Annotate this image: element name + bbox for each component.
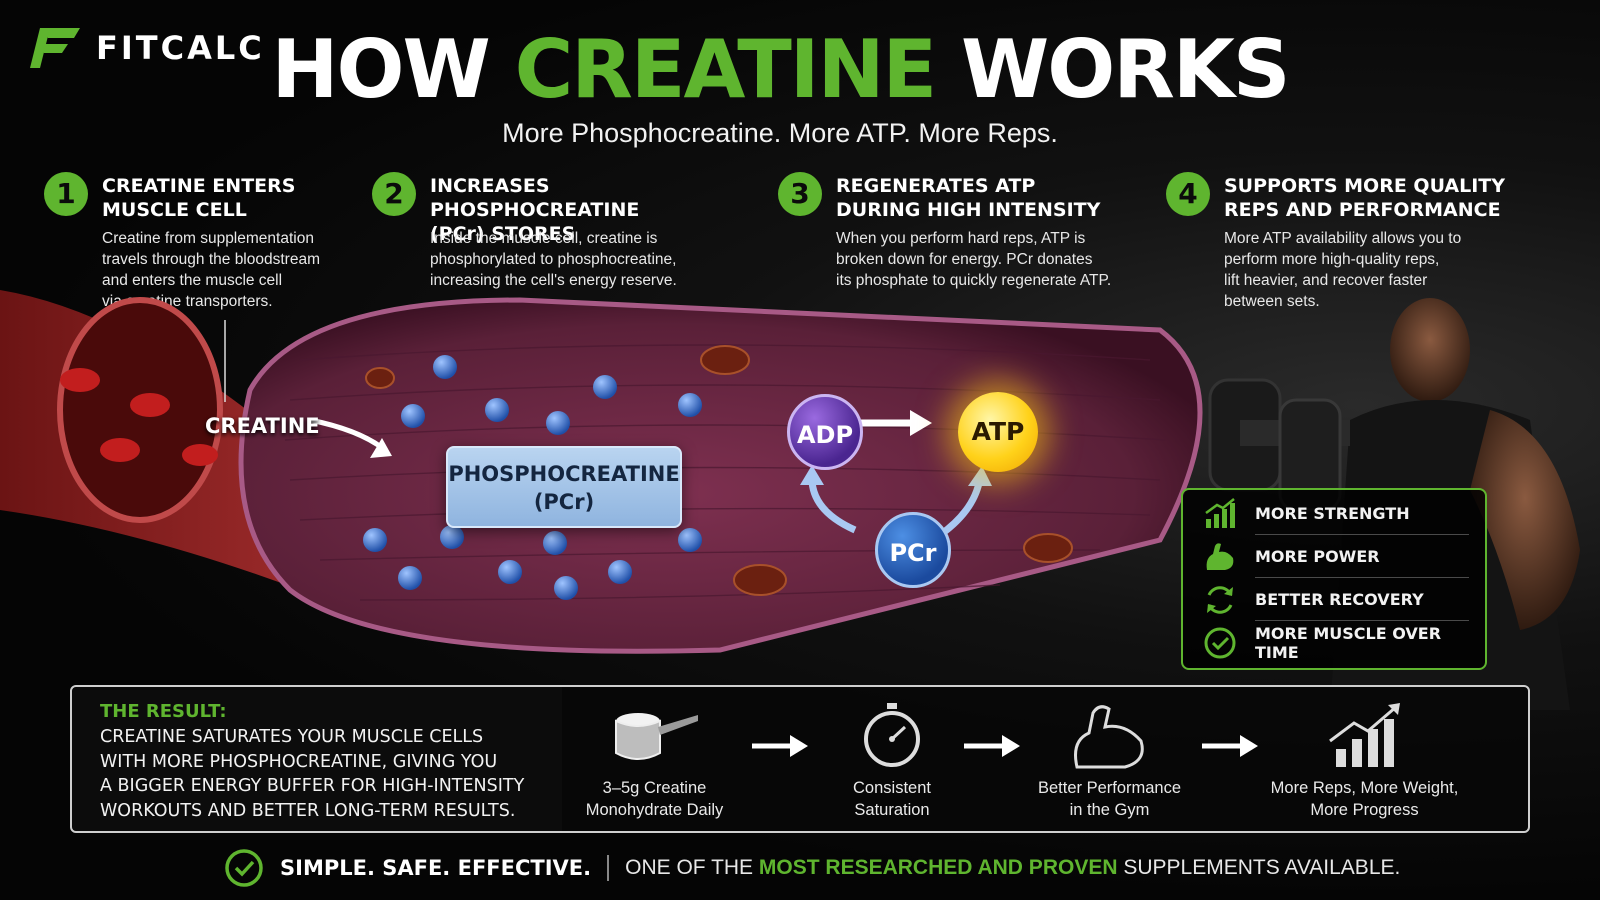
footer-divider (607, 855, 610, 881)
check-circle-icon (1204, 627, 1236, 658)
footer-text-after: SUPPLEMENTS AVAILABLE. (1117, 856, 1401, 879)
step-title: REGENERATES ATP DURING HIGH INTENSITY (836, 175, 1101, 221)
result-title: THE RESULT: (100, 701, 227, 722)
benefit-strength: MORE STRENGTH (1183, 492, 1485, 535)
result-panel: THE RESULT: CREATINE SATURATES YOUR MUSC… (70, 685, 1530, 833)
pcr-molecule: PCr (875, 512, 951, 588)
powder-scoop-icon (614, 713, 698, 760)
fitcalc-logo-icon (30, 28, 80, 68)
arrow-right-icon (964, 735, 1020, 757)
step-title: CREATINE ENTERS MUSCLE CELL (102, 175, 296, 221)
growth-chart-icon (1328, 703, 1400, 767)
footer-text-before: ONE OF THE (625, 856, 759, 879)
benefit-muscle: MORE MUSCLE OVER TIME (1183, 621, 1485, 664)
page-title: HOW CREATINE WORKS (271, 23, 1291, 116)
flow-label: More Reps, More Weight, More Progress (1270, 779, 1459, 819)
refresh-cycle-icon (1207, 585, 1233, 614)
brand: FITCALC (28, 26, 265, 70)
stopwatch-icon (864, 703, 920, 767)
creatine-label: CREATINE (205, 414, 320, 438)
arrow-right-icon (1202, 735, 1258, 757)
step-number: 4 (1166, 172, 1210, 216)
flow-label: Consistent Saturation (853, 779, 931, 819)
step-description: Inside the muscle cell, creatine is phos… (430, 230, 677, 289)
benefit-recovery: BETTER RECOVERY (1183, 578, 1485, 621)
arrow-right-icon (752, 735, 808, 757)
result-text: CREATINE SATURATES YOUR MUSCLE CELLS WIT… (100, 727, 525, 821)
page-subtitle: More Phosphocreatine. More ATP. More Rep… (502, 118, 1058, 148)
flexed-arm-icon (1206, 542, 1234, 570)
step-2: 2 INCREASES PHOSPHOCREATINE (PCr) STORES… (372, 172, 752, 322)
step-4: 4 SUPPORTS MORE QUALITY REPS AND PERFORM… (1166, 172, 1546, 322)
phosphocreatine-box: PHOSPHOCREATINE (PCr) (446, 446, 682, 528)
step-title: SUPPORTS MORE QUALITY REPS AND PERFORMAN… (1224, 175, 1506, 221)
flow-step-performance: Better Performance in the Gym (1022, 687, 1197, 831)
flow-label: Better Performance in the Gym (1037, 779, 1182, 819)
benefits-panel: MORE STRENGTH MORE POWER BETTER RECOVERY… (1181, 488, 1487, 670)
step-number: 1 (44, 172, 88, 216)
atp-molecule: ATP (958, 392, 1038, 472)
step-description: When you perform hard reps, ATP is broke… (836, 230, 1112, 289)
flow-step-dose: 3–5g Creatine Monohydrate Daily (572, 687, 737, 831)
step-title: INCREASES PHOSPHOCREATINE (PCr) STORES (430, 175, 640, 245)
step-description: More ATP availability allows you to perf… (1224, 230, 1462, 310)
bar-chart-up-icon (1205, 497, 1235, 528)
flow-step-progress: More Reps, More Weight, More Progress (1257, 687, 1472, 831)
benefit-power: MORE POWER (1183, 535, 1485, 578)
brand-name: FITCALC (96, 29, 265, 67)
step-number: 3 (778, 172, 822, 216)
adp-molecule: ADP (787, 394, 863, 470)
footer-tagline: SIMPLE. SAFE. EFFECTIVE. ONE OF THE MOST… (224, 848, 1400, 888)
footer-highlight: MOST RESEARCHED AND PROVEN (758, 856, 1118, 879)
check-circle-icon (225, 849, 263, 887)
footer-slogan: SIMPLE. SAFE. EFFECTIVE. (280, 856, 592, 880)
muscle-cell-illustration (0, 290, 1203, 654)
flexed-arm-icon (1073, 705, 1144, 769)
flow-label: 3–5g Creatine Monohydrate Daily (585, 779, 724, 819)
step-3: 3 REGENERATES ATP DURING HIGH INTENSITY … (778, 172, 1158, 322)
flow-step-saturation: Consistent Saturation (817, 687, 967, 831)
step-number: 2 (372, 172, 416, 216)
result-summary: THE RESULT: CREATINE SATURATES YOUR MUSC… (72, 687, 562, 831)
